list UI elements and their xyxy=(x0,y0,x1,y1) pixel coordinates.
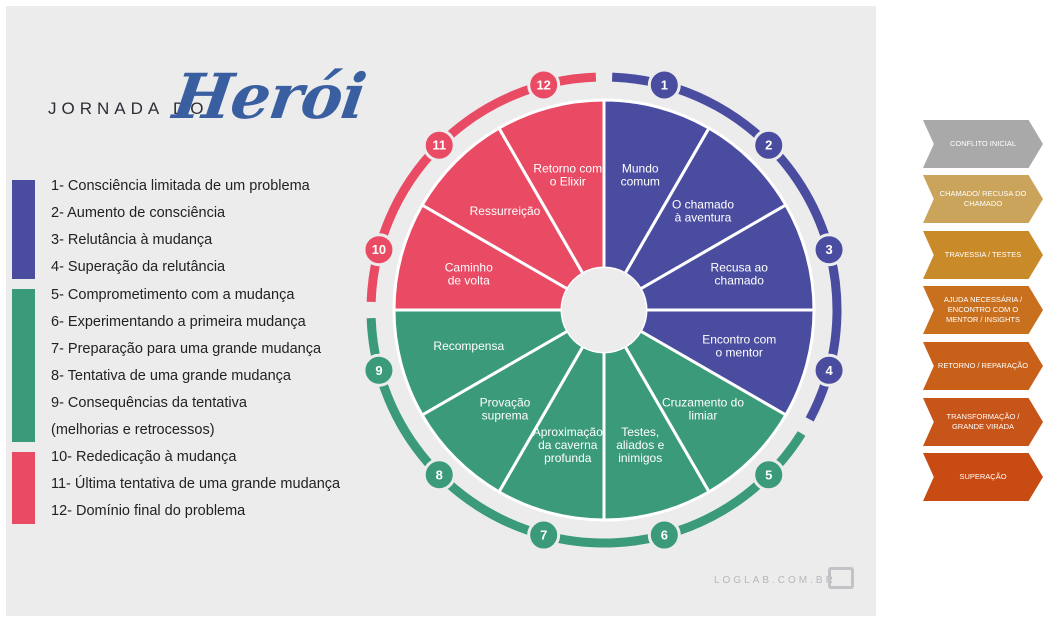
stage-arrow: RETORNO / REPARAÇÃO xyxy=(923,342,1043,390)
step-number-label: 9 xyxy=(375,363,382,378)
step-number-label: 10 xyxy=(372,242,386,257)
step-item: 7- Preparação para uma grande mudança xyxy=(51,341,322,357)
title-prefix: JORNADA DO xyxy=(48,99,209,118)
step-number-badge xyxy=(812,353,846,387)
step-item: 11- Última tentativa de uma grande mudan… xyxy=(51,476,341,492)
stage-arrow: SUPERAÇÃO xyxy=(923,453,1043,501)
step-number-badge xyxy=(422,458,456,492)
watermark-text: LOGLAB.COM.BR xyxy=(714,575,836,586)
step-number-label: 8 xyxy=(436,467,443,482)
legend-bar-blue xyxy=(12,180,35,279)
step-item: 12- Domínio final do problema xyxy=(51,503,246,519)
step-number-label: 7 xyxy=(540,528,547,543)
step-number-badge xyxy=(752,458,786,492)
stage-arrow-label: CHAMADO/ RECUSA DO CHAMADO xyxy=(939,189,1027,208)
stage-arrow-label: TRANSFORMAÇÃO / GRANDE VIRADA xyxy=(946,412,1020,431)
stage-arrow: TRANSFORMAÇÃO / GRANDE VIRADA xyxy=(923,398,1043,446)
step-number-badge xyxy=(647,68,681,102)
stage-arrow-label: AJUDA NECESSÁRIA / ENCONTRO COM O MENTOR… xyxy=(943,295,1023,324)
legend-bar-green xyxy=(12,289,35,442)
step-number-label: 4 xyxy=(825,363,833,378)
step-item: 5- Comprometimento com a mudança xyxy=(51,287,295,303)
stage-arrow-label: CONFLITO INICIAL xyxy=(949,139,1017,149)
step-item: 6- Experimentando a primeira mudança xyxy=(51,314,306,330)
stage-arrow-label: SUPERAÇÃO xyxy=(959,472,1007,482)
wheel-segment-label: Ressurreição xyxy=(470,204,541,218)
step-number-badge xyxy=(527,68,561,102)
step-number-label: 11 xyxy=(432,138,446,153)
step-number-badge xyxy=(812,233,846,267)
step-number-badge xyxy=(527,518,561,552)
step-number-label: 5 xyxy=(765,467,772,482)
stage-arrow: CHAMADO/ RECUSA DO CHAMADO xyxy=(923,175,1043,223)
step-number-label: 12 xyxy=(536,77,550,92)
step-number-label: 2 xyxy=(765,138,772,153)
chat-logo-icon xyxy=(828,567,854,589)
step-number-label: 6 xyxy=(661,528,668,543)
step-number-badge xyxy=(362,353,396,387)
wheel-segment-label: Recompensa xyxy=(433,339,504,353)
step-item: 2- Aumento de consciência xyxy=(51,205,226,221)
step-item: 4- Superação da relutância xyxy=(51,259,226,275)
wheel-hub xyxy=(562,268,646,352)
step-number-badge xyxy=(422,128,456,162)
step-number-badge xyxy=(362,233,396,267)
step-item: 10- Rededicação à mudança xyxy=(51,449,237,465)
step-number-badge xyxy=(752,128,786,162)
stage-arrow: CONFLITO INICIAL xyxy=(923,120,1043,168)
step-item: 3- Relutância à mudança xyxy=(51,232,213,248)
step-number-badge xyxy=(647,518,681,552)
step-number-label: 3 xyxy=(825,242,832,257)
step-item: 8- Tentativa de uma grande mudança xyxy=(51,368,291,384)
step-item: 1- Consciência limitada de um problema xyxy=(51,178,310,194)
step-item: 9- Consequências da tentativa xyxy=(51,395,247,411)
stage-arrow-label: RETORNO / REPARAÇÃO xyxy=(937,361,1029,371)
step-item: (melhorias e retrocessos) xyxy=(51,422,215,438)
stage-arrow: TRAVESSIA / TESTES xyxy=(923,231,1043,279)
legend-bar-red xyxy=(12,452,35,524)
stage-arrow: AJUDA NECESSÁRIA / ENCONTRO COM O MENTOR… xyxy=(923,286,1043,334)
step-number-label: 1 xyxy=(661,77,668,92)
ring-arc xyxy=(611,72,842,422)
stage-arrow-label: TRAVESSIA / TESTES xyxy=(944,250,1022,260)
